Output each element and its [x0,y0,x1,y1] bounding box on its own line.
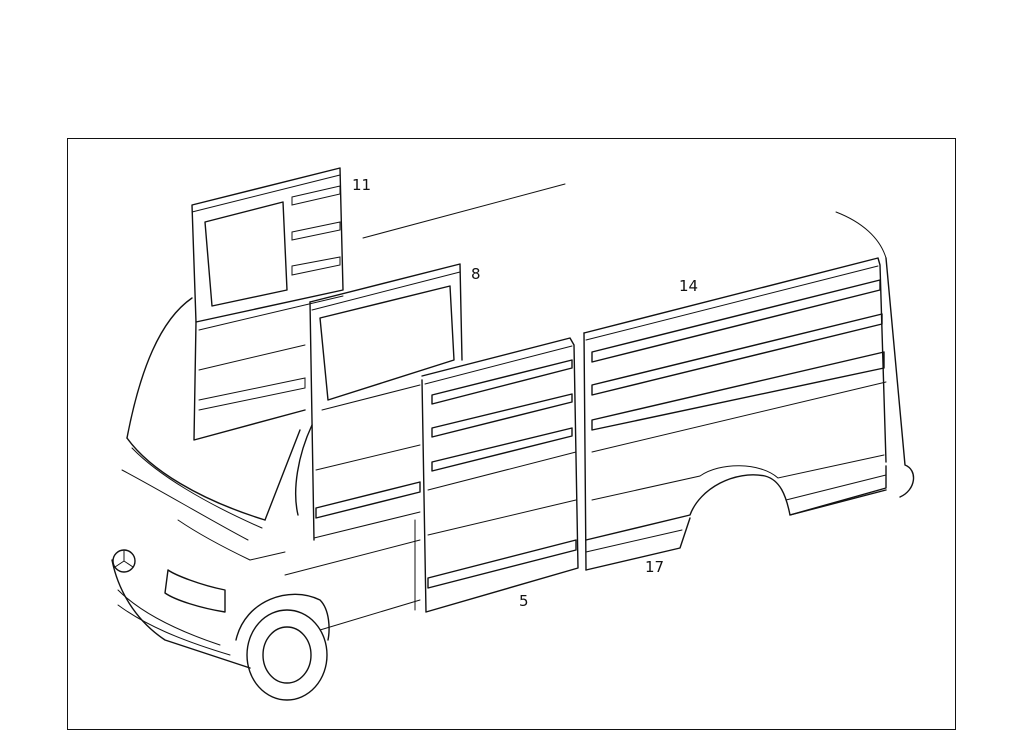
callout-11: 11 [352,176,372,194]
panel-side-long [583,257,887,571]
van-cab-front [111,297,421,669]
front-wheel [235,593,330,701]
van-roof-outline [362,183,915,498]
panel-sliding-door [421,337,579,613]
callout-17: 17 [645,558,665,576]
panel-rear-upper [191,167,344,441]
callout-5: 5 [519,592,529,610]
callout-8: 8 [471,265,481,283]
panel-door-upper [309,263,463,541]
panel-wheel-arch [585,465,887,571]
callout-14: 14 [679,277,699,295]
diagram-frame [67,138,956,730]
star-emblem-icon [112,549,136,573]
